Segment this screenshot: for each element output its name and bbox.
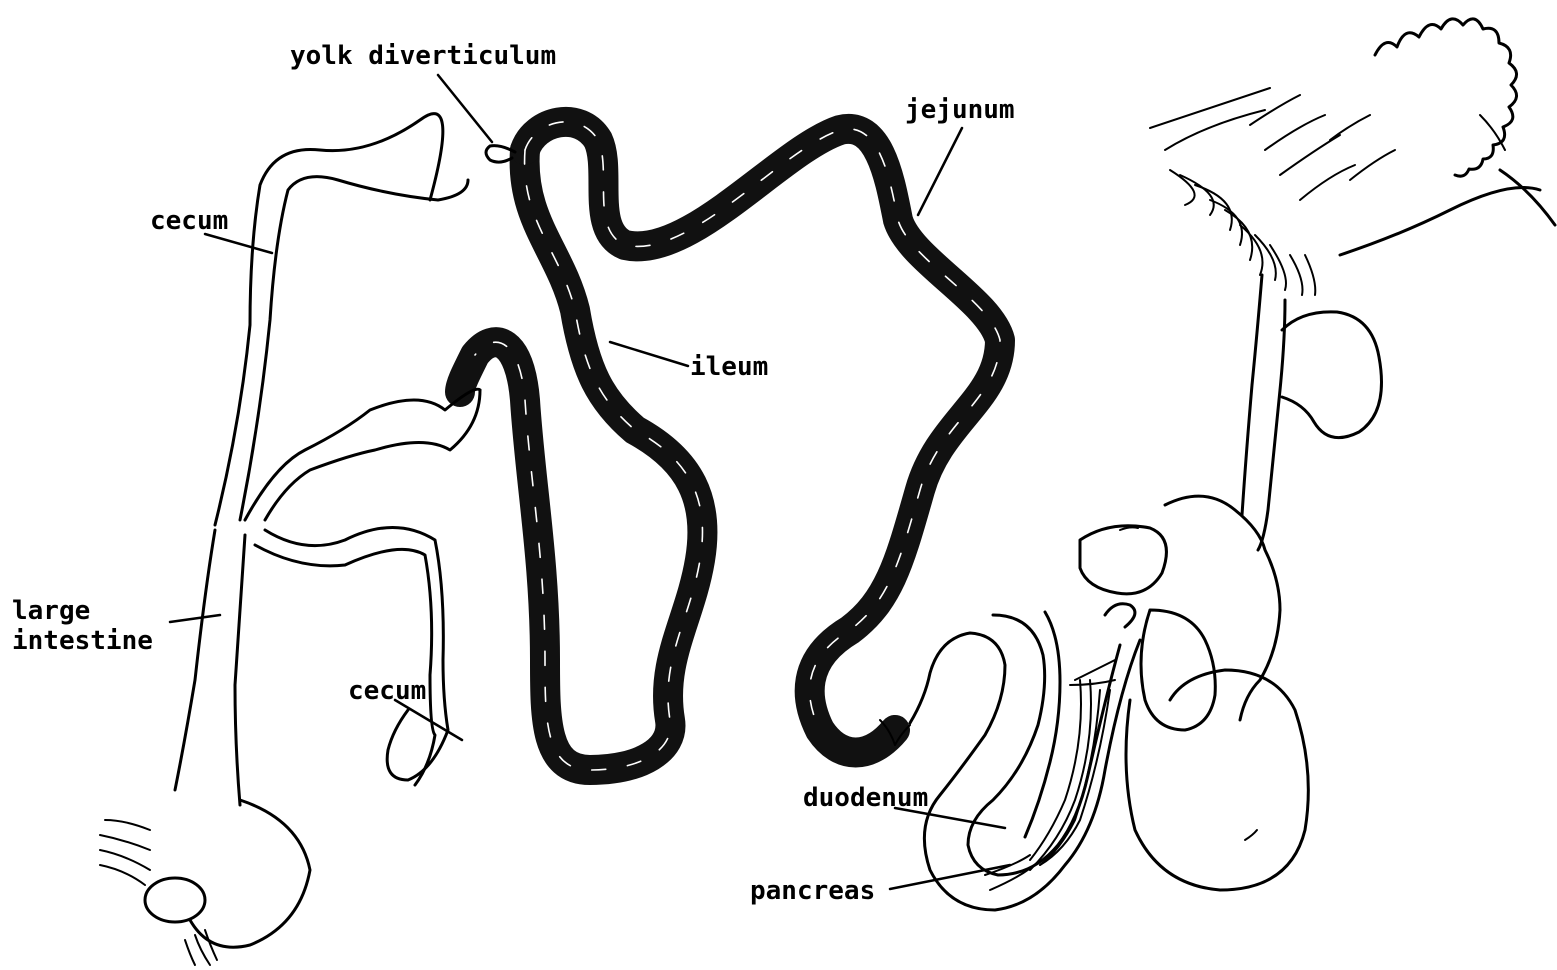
label-pancreas: pancreas [750, 876, 875, 906]
neck-tissue-lower [1340, 188, 1540, 256]
leader-jejunum [918, 128, 962, 215]
cecum-upper-inner [240, 177, 468, 520]
label-large-intestine-line2: intestine [12, 626, 153, 656]
cecum-middle-outer [245, 389, 480, 520]
label-large-intestine-line1: large [12, 596, 90, 626]
leader-cecum-upper [205, 234, 272, 253]
large-intestine-left [175, 530, 215, 790]
label-yolk-diverticulum: yolk diverticulum [290, 41, 556, 71]
gizzard-mark [1245, 830, 1257, 840]
neck-fibers [1150, 88, 1505, 295]
gizzard-mark-2 [1120, 527, 1138, 530]
lower-tract-drawing [100, 114, 480, 965]
label-duodenum: duodenum [803, 783, 928, 813]
cecum-lower-inner [255, 545, 435, 785]
spleen-bud [1105, 604, 1135, 627]
upper-tract-drawing [1080, 19, 1555, 890]
cloaca-outline [190, 800, 310, 947]
beak-line [1500, 170, 1555, 225]
duodenum-right-wall [1025, 612, 1060, 837]
cecum-lower-outer [265, 528, 448, 781]
jejunum-fill [525, 122, 1000, 753]
neck-tissue-edge [1375, 19, 1517, 176]
leader-cecum-lower [395, 700, 462, 740]
label-cecum-lower: cecum [348, 676, 426, 706]
label-cecum-upper: cecum [150, 206, 228, 236]
duodenum-inner [968, 615, 1120, 875]
vent-opening [145, 878, 205, 922]
small-intestine-drawing [460, 122, 1000, 770]
crop-outline [1282, 312, 1382, 438]
label-jejunum: jejunum [905, 95, 1015, 125]
large-intestine-right [235, 535, 245, 805]
leader-pancreas [890, 865, 1010, 889]
proventriculus-lobe [1080, 526, 1166, 594]
esophagus-right-wall [1258, 300, 1285, 550]
leader-ileum [610, 342, 688, 366]
leader-yolk-diverticulum [438, 75, 492, 142]
gizzard-lower [1126, 670, 1308, 890]
label-ileum: ileum [690, 352, 768, 382]
leader-large-intestine [170, 615, 220, 622]
gizzard-upper [1141, 610, 1215, 730]
vent-fringe [100, 820, 217, 965]
esophagus-left-wall [1242, 275, 1262, 515]
duodenal-loop-drawing [910, 612, 1140, 910]
pancreas-strands [985, 660, 1115, 890]
